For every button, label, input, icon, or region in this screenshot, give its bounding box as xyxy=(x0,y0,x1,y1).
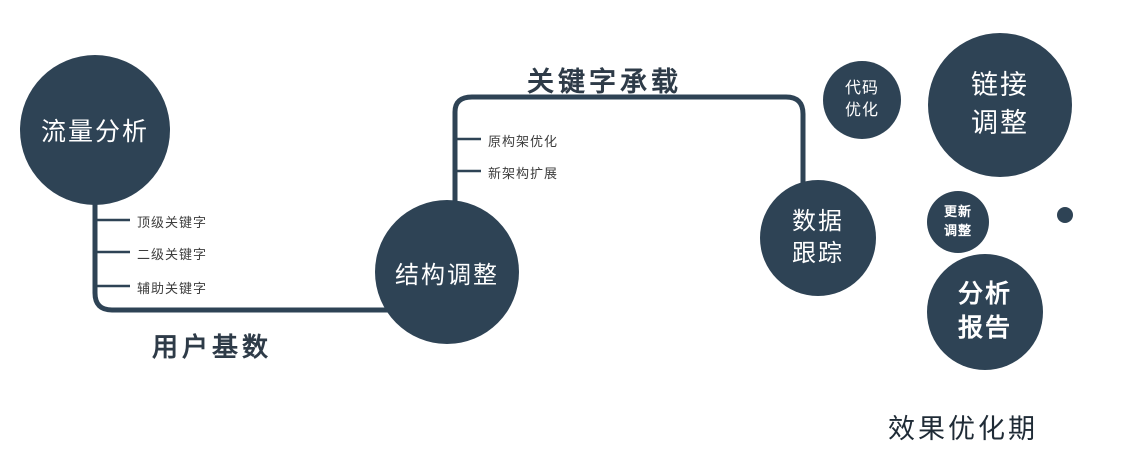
node-structure-adjustment: 结构调整 xyxy=(375,200,519,344)
node-update-adjustment: 更新 调整 xyxy=(927,191,989,253)
branch-label-original-architecture: 原构架优化 xyxy=(488,134,559,149)
edge-label-keyword-carrying: 关键字承载 xyxy=(527,67,682,97)
branch-label-new-architecture: 新架构扩展 xyxy=(488,166,559,181)
edge-traffic-to-structure xyxy=(92,198,398,313)
branch-label-top-keyword: 顶级关键字 xyxy=(137,215,208,230)
node-analysis-report: 分析 报告 xyxy=(927,254,1043,370)
edge-label-user-base: 用户基数 xyxy=(152,332,273,362)
caption-effect-optimization-period: 效果优化期 xyxy=(888,414,1038,444)
node-small-dot xyxy=(1057,207,1073,223)
node-link-adjustment: 链接 调整 xyxy=(928,33,1072,177)
node-code-optimization: 代码 优化 xyxy=(823,61,901,139)
node-data-tracking: 数据 跟踪 xyxy=(760,180,876,296)
branch-label-aux-keyword: 辅助关键字 xyxy=(137,281,208,296)
branch-label-second-keyword: 二级关键字 xyxy=(137,247,208,262)
edge-structure-to-tracking xyxy=(452,94,806,204)
node-traffic-analysis: 流量分析 xyxy=(20,55,170,205)
